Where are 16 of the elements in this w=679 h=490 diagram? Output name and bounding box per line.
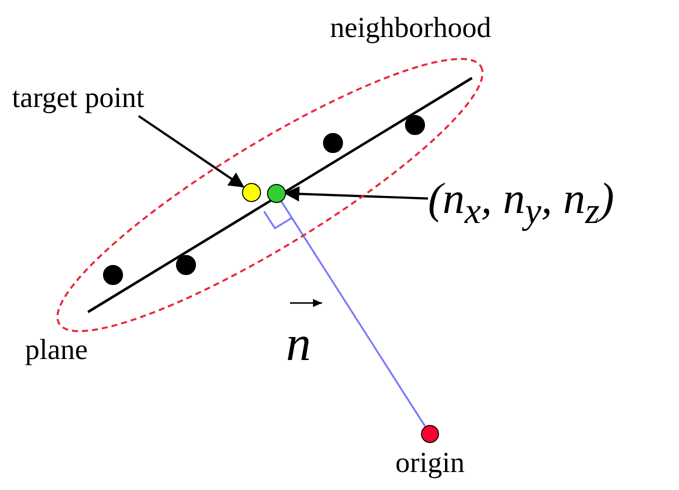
arrow — [284, 186, 428, 202]
region-label: neighborhood — [330, 14, 492, 43]
point-marker — [242, 182, 260, 202]
annotation-text: (n$_{x}$, n$_{y}$, n$_{z}$) — [428, 176, 616, 230]
point-marker — [421, 425, 439, 443]
point-marker — [266, 184, 286, 202]
plane-label: plane — [25, 336, 88, 365]
point-marker — [176, 255, 196, 275]
annotation-text: target point — [12, 84, 146, 112]
connector-line — [280, 200, 426, 427]
point-marker — [323, 133, 343, 153]
point-caption: origin — [394, 449, 466, 478]
point-marker — [405, 115, 425, 135]
point-marker — [103, 265, 123, 285]
vector-label: n — [286, 318, 311, 368]
arrow — [138, 115, 244, 188]
